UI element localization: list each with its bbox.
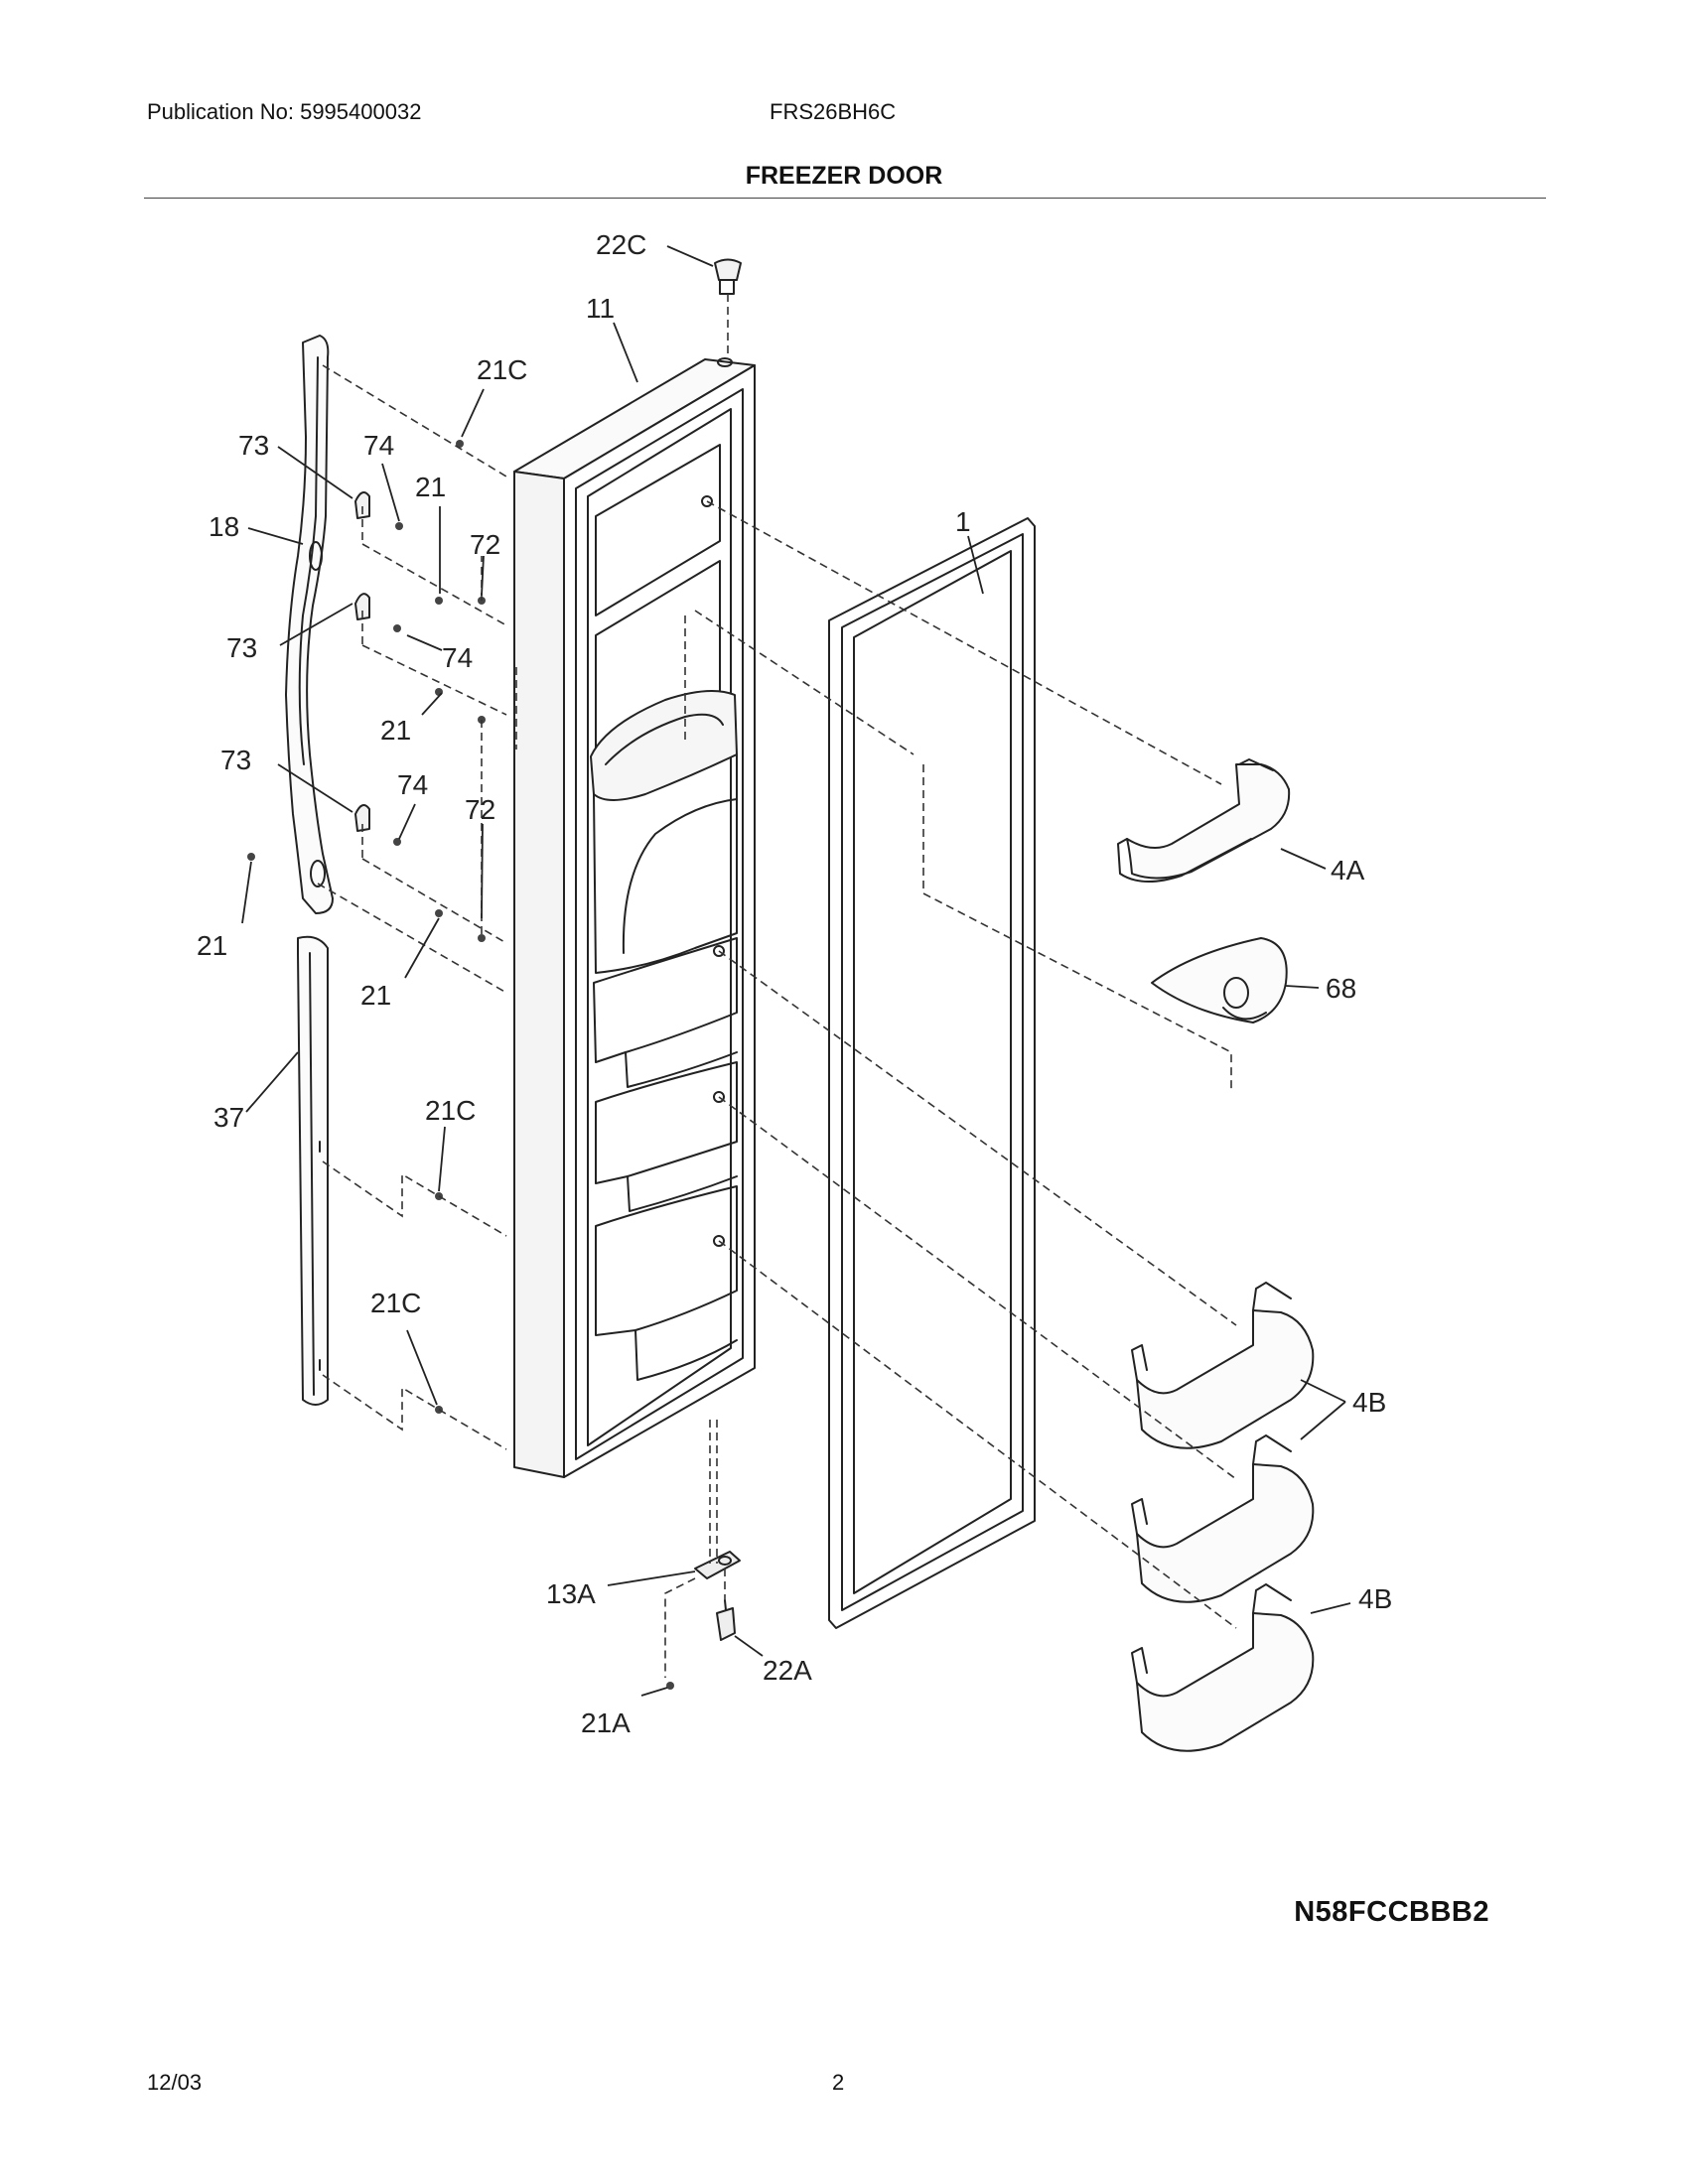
hinge-pin-part-22A [716,1599,736,1641]
callout-21A: 21A [581,1707,631,1738]
callout-22C: 22C [596,229,646,260]
callout-74: 74 [397,769,428,800]
footer-date: 12/03 [147,2070,203,2095]
door-liner-part-11 [513,357,756,1478]
leader-lines [241,245,1351,1697]
callout-13A: 13A [546,1578,596,1609]
diagram-code: N58FCCBBB2 [1294,1896,1489,1928]
handle-part-18 [285,335,334,914]
hinge-pin-part-22C [714,258,742,295]
callout-68: 68 [1326,973,1356,1004]
callout-21C: 21C [477,354,527,385]
assembly-lines [317,294,1237,1678]
door-bin-part-4A [1117,758,1291,884]
publication-number: Publication No: 5995400032 [147,99,422,124]
door-bin-part-4B [1131,1583,1315,1752]
callout-73: 73 [238,430,269,461]
ice-chute-part-68 [1151,937,1288,1024]
callout-37: 37 [213,1102,244,1133]
bottom-hinge-part-13A [694,1551,741,1579]
callout-18: 18 [209,511,239,542]
callout-4B: 4B [1352,1387,1386,1418]
clip-part-73 [354,491,370,832]
callout-1: 1 [955,506,971,537]
callout-21: 21 [360,980,391,1011]
trim-strip-part-37 [297,935,329,1406]
callout-72: 72 [465,794,495,825]
model-number: FRS26BH6C [770,99,897,124]
callout-21: 21 [197,930,227,961]
callout-labels: 22C 11 21C 73 74 21 72 18 1 73 74 21 73 … [197,229,1392,1738]
door-gasket-part-1 [828,517,1036,1629]
callout-22A: 22A [763,1655,812,1686]
callout-73: 73 [220,745,251,775]
callout-21C: 21C [370,1288,421,1318]
callout-74: 74 [363,430,394,461]
callout-4B: 4B [1358,1583,1392,1614]
callout-72: 72 [470,529,500,560]
callout-21: 21 [415,472,446,502]
page-title: FREEZER DOOR [745,162,943,190]
door-bin-part-4B [1131,1434,1315,1603]
header-rule [144,198,1546,199]
callout-74: 74 [442,642,473,673]
callout-11: 11 [586,293,615,324]
callout-21C: 21C [425,1095,476,1126]
callout-73: 73 [226,632,257,663]
door-bin-part-4B [1131,1282,1315,1449]
callout-4A: 4A [1331,855,1365,886]
callout-21: 21 [380,715,411,746]
page-number: 2 [832,2070,845,2095]
